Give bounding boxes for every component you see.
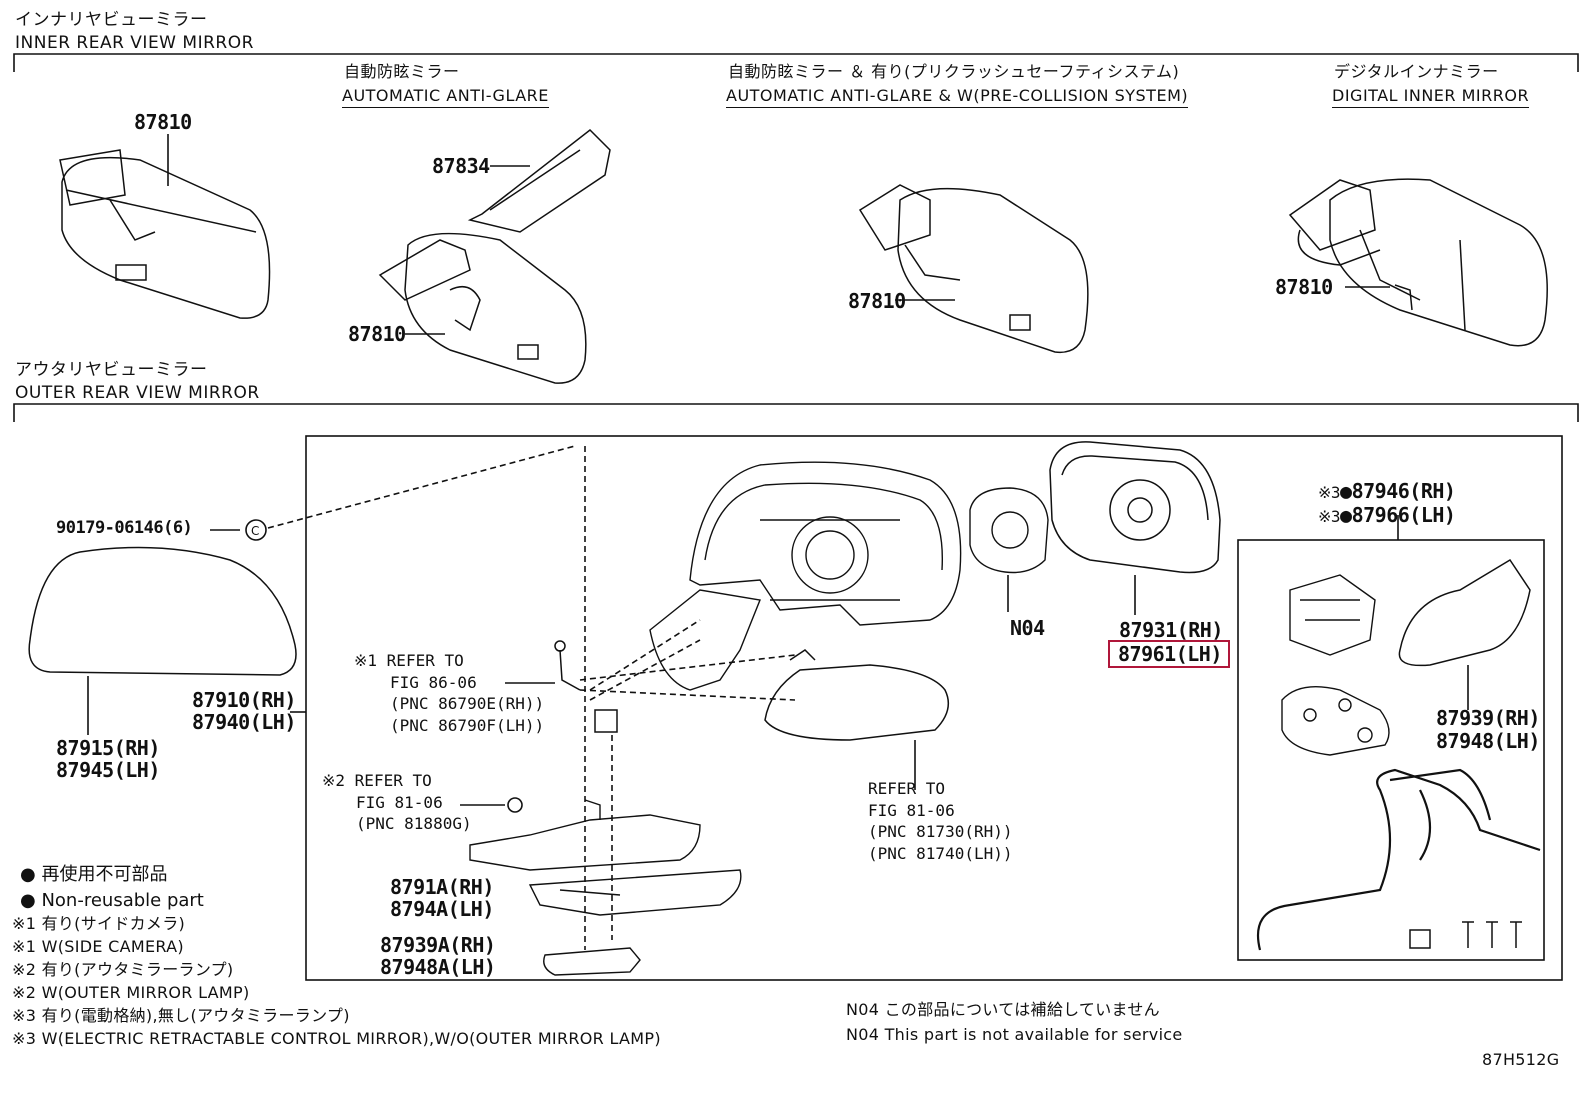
non-reusable-dot-icon: ● <box>1340 503 1352 527</box>
caption-pcs-en: AUTOMATIC ANTI-GLARE & W(PRE-COLLISION S… <box>726 88 1189 108</box>
ref-line: FIG 81-06 <box>868 800 955 820</box>
part-motor-lh: 87966(LH) <box>1351 503 1456 527</box>
part-mirror-rh[interactable]: 87931(RH) <box>1119 618 1223 642</box>
turn-lamp <box>764 649 950 741</box>
inner-section-bracket <box>13 53 1579 72</box>
figure-code: 87H512G <box>1482 1050 1560 1069</box>
part-lamp2-rh[interactable]: 87939A(RH) <box>380 933 496 957</box>
note-2-ja: ※2 有り(アウタミラーランプ) <box>12 960 234 979</box>
part-motor-lh-row[interactable]: ※3●87966(LH) <box>1318 503 1456 527</box>
note-1-en: ※1 W(SIDE CAMERA) <box>12 937 184 956</box>
inner-mirror-4 <box>1288 178 1548 347</box>
part-cover2-rh[interactable]: 87939(RH) <box>1436 706 1540 730</box>
screws <box>1462 921 1522 948</box>
outer-section-title-en: OUTER REAR VIEW MIRROR <box>15 383 260 403</box>
part-lamp-lh[interactable]: 8794A(LH) <box>390 897 494 921</box>
n04-actuator <box>969 487 1049 574</box>
non-reusable-dot-icon: ● <box>20 890 36 911</box>
inner-section-title-ja: インナリヤビューミラー <box>15 10 208 30</box>
part-lamp-rh[interactable]: 8791A(RH) <box>390 875 494 899</box>
mirror-lamp-assy <box>469 799 742 916</box>
svg-text:C: C <box>251 524 259 538</box>
part-n04: N04 <box>1010 616 1045 640</box>
caption-anti-glare-en: AUTOMATIC ANTI-GLARE <box>342 88 549 108</box>
ref-line: ※1 REFER TO <box>354 651 464 670</box>
part-cover-rh[interactable]: 87915(RH) <box>56 736 160 760</box>
refer-fig-81-06-turn[interactable]: REFER TO FIG 81-06 (PNC 81730(RH)) (PNC … <box>868 778 1013 864</box>
part-mirror-lh-highlighted[interactable]: 87961(LH) <box>1108 640 1230 668</box>
ref-line: (PNC 81880G) <box>356 814 472 834</box>
caption-digital-ja: デジタルインナミラー <box>1334 62 1499 81</box>
part-87810-a[interactable]: 87810 <box>134 110 192 134</box>
ref-line: ※2 REFER TO <box>322 771 432 790</box>
ref-line: FIG 86-06 <box>390 672 477 692</box>
part-lamp2-lh[interactable]: 87948A(LH) <box>380 955 496 979</box>
inner-mirror-3 <box>858 184 1089 354</box>
non-reusable-dot-icon: ● <box>1340 479 1352 503</box>
ref-line: REFER TO <box>868 779 946 798</box>
ref-line: FIG 81-06 <box>356 792 443 812</box>
legend-en: Non-reusable part <box>41 890 204 911</box>
part-assy-lh[interactable]: 87940(LH) <box>192 710 296 734</box>
legend-ja-row: ● 再使用不可部品 <box>20 866 167 884</box>
ref-line: (PNC 81730(RH)) <box>868 822 1013 842</box>
ref-line: (PNC 86790E(RH)) <box>390 694 545 714</box>
non-reusable-dot-icon: ● <box>20 864 36 885</box>
part-clip[interactable]: 90179-06146(6) <box>56 518 193 538</box>
mirror-plate <box>1281 685 1390 756</box>
inner-section-title-en: INNER REAR VIEW MIRROR <box>15 33 254 53</box>
part-cover2-lh[interactable]: 87948(LH) <box>1436 729 1540 753</box>
motor-subassy-frame <box>1237 539 1545 961</box>
part-87810-d[interactable]: 87810 <box>1275 275 1333 299</box>
n04-note-ja: N04 この部品については補給していません <box>846 1000 1160 1019</box>
inner-mirror-1 <box>59 149 271 319</box>
motor-unit <box>1289 574 1376 656</box>
inner-mirror-2 <box>378 129 611 384</box>
mark-3: ※3 <box>1318 483 1341 502</box>
note-3-ja: ※3 有り(電動格納),無し(アウタミラーランプ) <box>12 1006 350 1025</box>
mirror-glass <box>1049 441 1221 574</box>
caption-anti-glare-ja: 自動防眩ミラー <box>344 62 460 81</box>
outer-section-bracket <box>13 403 1579 422</box>
note-1-ja: ※1 有り(サイドカメラ) <box>12 914 186 933</box>
outer-assy-frame <box>305 435 1563 981</box>
part-motor-rh-row[interactable]: ※3●87946(RH) <box>1318 479 1456 503</box>
ref-line: (PNC 86790F(LH)) <box>390 715 545 735</box>
legend-en-row: ● Non-reusable part <box>20 892 204 910</box>
part-87810-c[interactable]: 87810 <box>848 289 906 313</box>
mirror-cover-small <box>1398 558 1531 667</box>
mark-3: ※3 <box>1318 507 1341 526</box>
outer-cover-shape <box>28 546 297 676</box>
part-assy-rh[interactable]: 87910(RH) <box>192 688 296 712</box>
mirror-housing <box>649 461 962 691</box>
part-motor-rh: 87946(RH) <box>1351 479 1456 503</box>
legend-ja: 再使用不可部品 <box>41 864 168 885</box>
refer-fig-81-06-lamp[interactable]: ※2 REFER TO FIG 81-06 (PNC 81880G) <box>322 770 472 835</box>
part-cover-lh[interactable]: 87945(LH) <box>56 758 160 782</box>
lamp-base <box>543 947 641 976</box>
caption-digital-en: DIGITAL INNER MIRROR <box>1332 88 1530 108</box>
note-2-en: ※2 W(OUTER MIRROR LAMP) <box>12 983 250 1002</box>
caption-pcs-ja: 自動防眩ミラー ＆ 有り(プリクラッシュセーフティシステム) <box>728 62 1180 81</box>
wire-harness <box>1256 768 1541 951</box>
outer-section-title-ja: アウタリヤビューミラー <box>15 360 208 380</box>
side-camera <box>554 640 618 733</box>
part-87834[interactable]: 87834 <box>432 154 490 178</box>
n04-note-en: N04 This part is not available for servi… <box>846 1025 1183 1044</box>
ref-line: (PNC 81740(LH)) <box>868 843 1013 863</box>
part-87810-b[interactable]: 87810 <box>348 322 406 346</box>
note-3-en: ※3 W(ELECTRIC RETRACTABLE CONTROL MIRROR… <box>12 1029 661 1048</box>
refer-fig-86-06[interactable]: ※1 REFER TO FIG 86-06 (PNC 86790E(RH)) (… <box>354 650 544 736</box>
